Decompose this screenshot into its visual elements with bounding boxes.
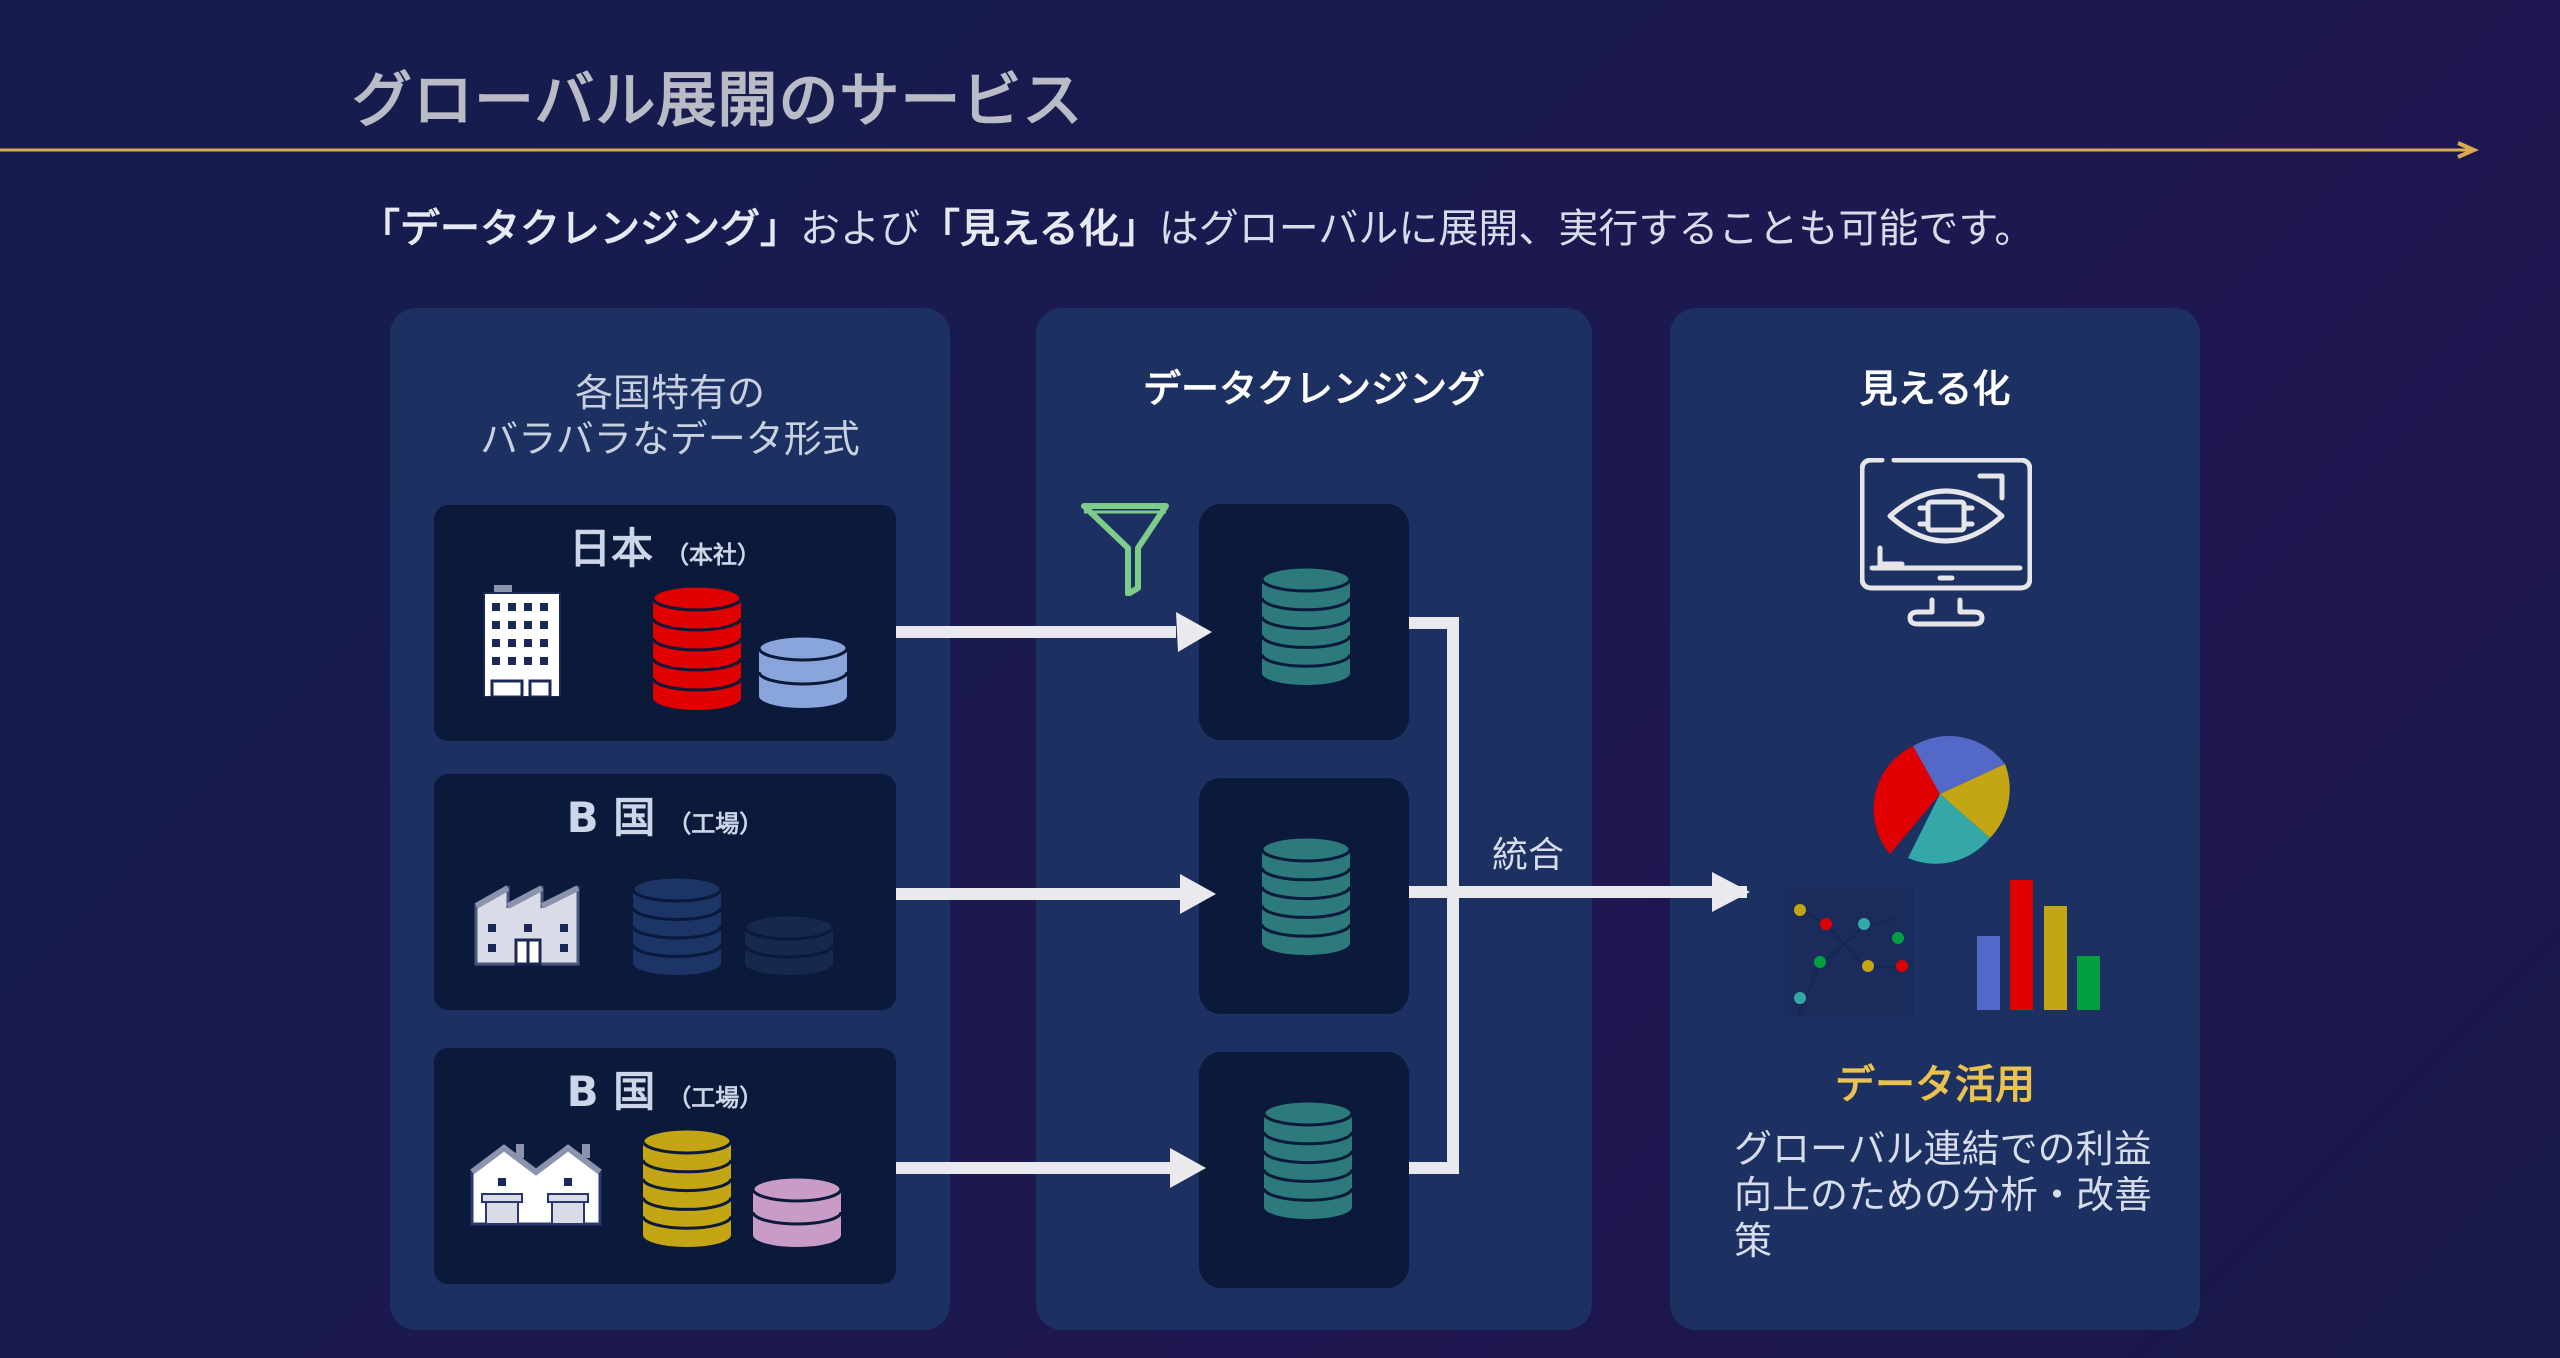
- sources-heading: 各国特有の バラバラなデータ形式: [390, 370, 950, 462]
- subtitle-bold-cleansing: 「データクレンジング」: [360, 206, 800, 252]
- database-icon-dark-blue: [631, 875, 723, 975]
- database-icon-pink: [751, 1175, 843, 1247]
- source-name: B 国: [566, 793, 656, 842]
- warehouse-icon: [470, 1144, 602, 1226]
- database-icon-navy: [743, 913, 835, 975]
- cleansed-db-box-1: [1199, 504, 1409, 740]
- merge-label: 統合: [1492, 835, 1565, 876]
- bar-blue: [1977, 936, 2000, 1010]
- bar-red: [2010, 880, 2033, 1010]
- subtitle: 「データクレンジング」および「見える化」はグローバルに展開、実行することも可能で…: [360, 196, 2034, 254]
- bar-green: [2077, 956, 2100, 1010]
- database-icon-teal: [1260, 565, 1352, 685]
- scatter-plot-icon: [1784, 888, 1914, 1017]
- source-box-b-warehouse: B 国 （工場）: [434, 1048, 896, 1284]
- page-title: グローバル展開のサービス: [352, 66, 1084, 136]
- database-icon-teal: [1262, 1099, 1354, 1219]
- source-box-b-factory: B 国 （工場）: [434, 774, 896, 1010]
- source-name: 日本: [568, 524, 653, 573]
- database-icon-yellow: [641, 1127, 733, 1247]
- data-use-title: データ活用: [1835, 1062, 2035, 1108]
- source-role: （工場）: [667, 1084, 764, 1112]
- source-name: B 国: [566, 1067, 656, 1116]
- source-label: B 国 （工場）: [434, 784, 896, 845]
- pie-slice-teal: [1908, 794, 1990, 864]
- database-icon-red: [651, 584, 743, 710]
- data-use-description: グローバル連結での利益向上のための分析・改善策: [1734, 1127, 2153, 1263]
- source-role: （本社）: [665, 541, 761, 569]
- source-label: B 国 （工場）: [434, 1058, 896, 1119]
- database-icon-teal: [1260, 835, 1352, 955]
- sources-panel: 各国特有の バラバラなデータ形式 日本 （本社） B 国 （工場）: [390, 308, 950, 1330]
- database-icon-light-blue: [757, 634, 849, 708]
- pie-slice-yellow: [1940, 764, 2010, 838]
- subtitle-text-and: および: [800, 206, 920, 252]
- bar-chart-icon: [1977, 880, 2100, 1010]
- title-rule-arrow: [0, 141, 2479, 159]
- subtitle-text-rest: はグローバルに展開、実行することも可能です。: [1158, 206, 2035, 252]
- monitor-eye-icon: [1860, 458, 2032, 627]
- source-role: （工場）: [667, 810, 764, 838]
- subtitle-bold-visualization: 「見える化」: [920, 206, 1159, 252]
- pie-slice-blue: [1913, 736, 2005, 794]
- sources-heading-line1: 各国特有の: [574, 371, 765, 415]
- cleansed-db-box-2: [1199, 778, 1409, 1014]
- source-label: 日本 （本社）: [434, 515, 896, 576]
- pie-slice-red: [1873, 746, 1940, 854]
- pie-chart-icon: [1873, 736, 2010, 864]
- visualization-panel: 見える化: [1670, 308, 2200, 1330]
- source-box-japan: 日本 （本社）: [434, 505, 896, 741]
- sources-heading-line2: バラバラなデータ形式: [480, 417, 860, 461]
- charts-icon: [1784, 736, 2100, 1017]
- cleansing-heading: データクレンジング: [1142, 367, 1485, 411]
- cleansing-panel: データクレンジング: [1036, 308, 1592, 1330]
- bar-yellow: [2044, 906, 2067, 1010]
- cleansed-db-box-3: [1199, 1052, 1409, 1288]
- factory-icon: [474, 885, 580, 966]
- visualization-heading: 見える化: [1859, 367, 2011, 411]
- funnel-icon: [1081, 503, 1169, 596]
- office-building-icon: [483, 585, 561, 697]
